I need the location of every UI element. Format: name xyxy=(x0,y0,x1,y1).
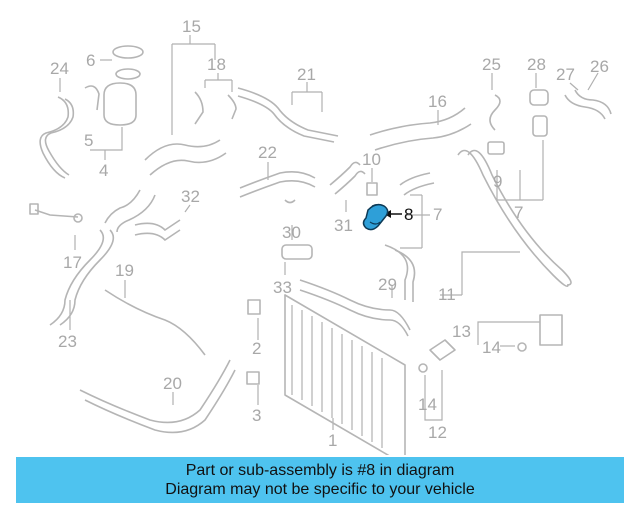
callout-6: 6 xyxy=(86,51,95,70)
callout-7a: 7 xyxy=(433,205,442,224)
leader-lines xyxy=(59,35,599,430)
callout-25: 25 xyxy=(482,55,501,74)
callout-28: 28 xyxy=(527,55,546,74)
info-banner: Part or sub-assembly is #8 in diagram Di… xyxy=(16,457,624,503)
callout-21: 21 xyxy=(297,65,316,84)
callout-9: 9 xyxy=(493,172,502,191)
highlighted-part-8[interactable] xyxy=(362,203,389,231)
banner-line-1: Part or sub-assembly is #8 in diagram xyxy=(185,462,455,479)
callout-16: 16 xyxy=(428,92,447,111)
radiator-fins xyxy=(291,305,383,448)
callout-8: 8 xyxy=(404,205,413,224)
callout-27: 27 xyxy=(556,65,575,84)
callout-29: 29 xyxy=(378,275,397,294)
callout-3: 3 xyxy=(252,406,261,425)
callout-18: 18 xyxy=(207,55,226,74)
callout-11: 11 xyxy=(438,285,456,304)
callout-24: 24 xyxy=(50,59,69,78)
callout-20: 20 xyxy=(163,374,182,393)
callout-31: 31 xyxy=(334,216,353,235)
banner-line-2: Diagram may not be specific to your vehi… xyxy=(165,481,475,498)
callout-14a: 14 xyxy=(482,338,501,357)
callout-4: 4 xyxy=(99,161,108,180)
part-shapes xyxy=(29,45,612,455)
callout-33: 33 xyxy=(273,278,292,297)
callout-17: 17 xyxy=(63,253,82,272)
callout-14b: 14 xyxy=(418,395,437,414)
callout-10: 10 xyxy=(362,150,381,169)
callout-1: 1 xyxy=(328,431,337,450)
callout-22: 22 xyxy=(258,143,277,162)
callout-2: 2 xyxy=(252,339,261,358)
callout-30: 30 xyxy=(282,223,301,242)
callout-5: 5 xyxy=(84,131,93,150)
callout-19: 19 xyxy=(115,261,134,280)
callout-32: 32 xyxy=(181,187,200,206)
callout-7b: 7 xyxy=(514,203,523,222)
callout-numbers: 15 6 18 24 21 25 28 27 26 16 5 4 22 10 9… xyxy=(50,17,609,450)
callout-12: 12 xyxy=(428,423,447,442)
parts-diagram: 15 6 18 24 21 25 28 27 26 16 5 4 22 10 9… xyxy=(29,17,612,455)
callout-26: 26 xyxy=(590,57,609,76)
callout-23: 23 xyxy=(58,332,77,351)
callout-15: 15 xyxy=(182,17,201,36)
callout-13: 13 xyxy=(452,322,471,341)
